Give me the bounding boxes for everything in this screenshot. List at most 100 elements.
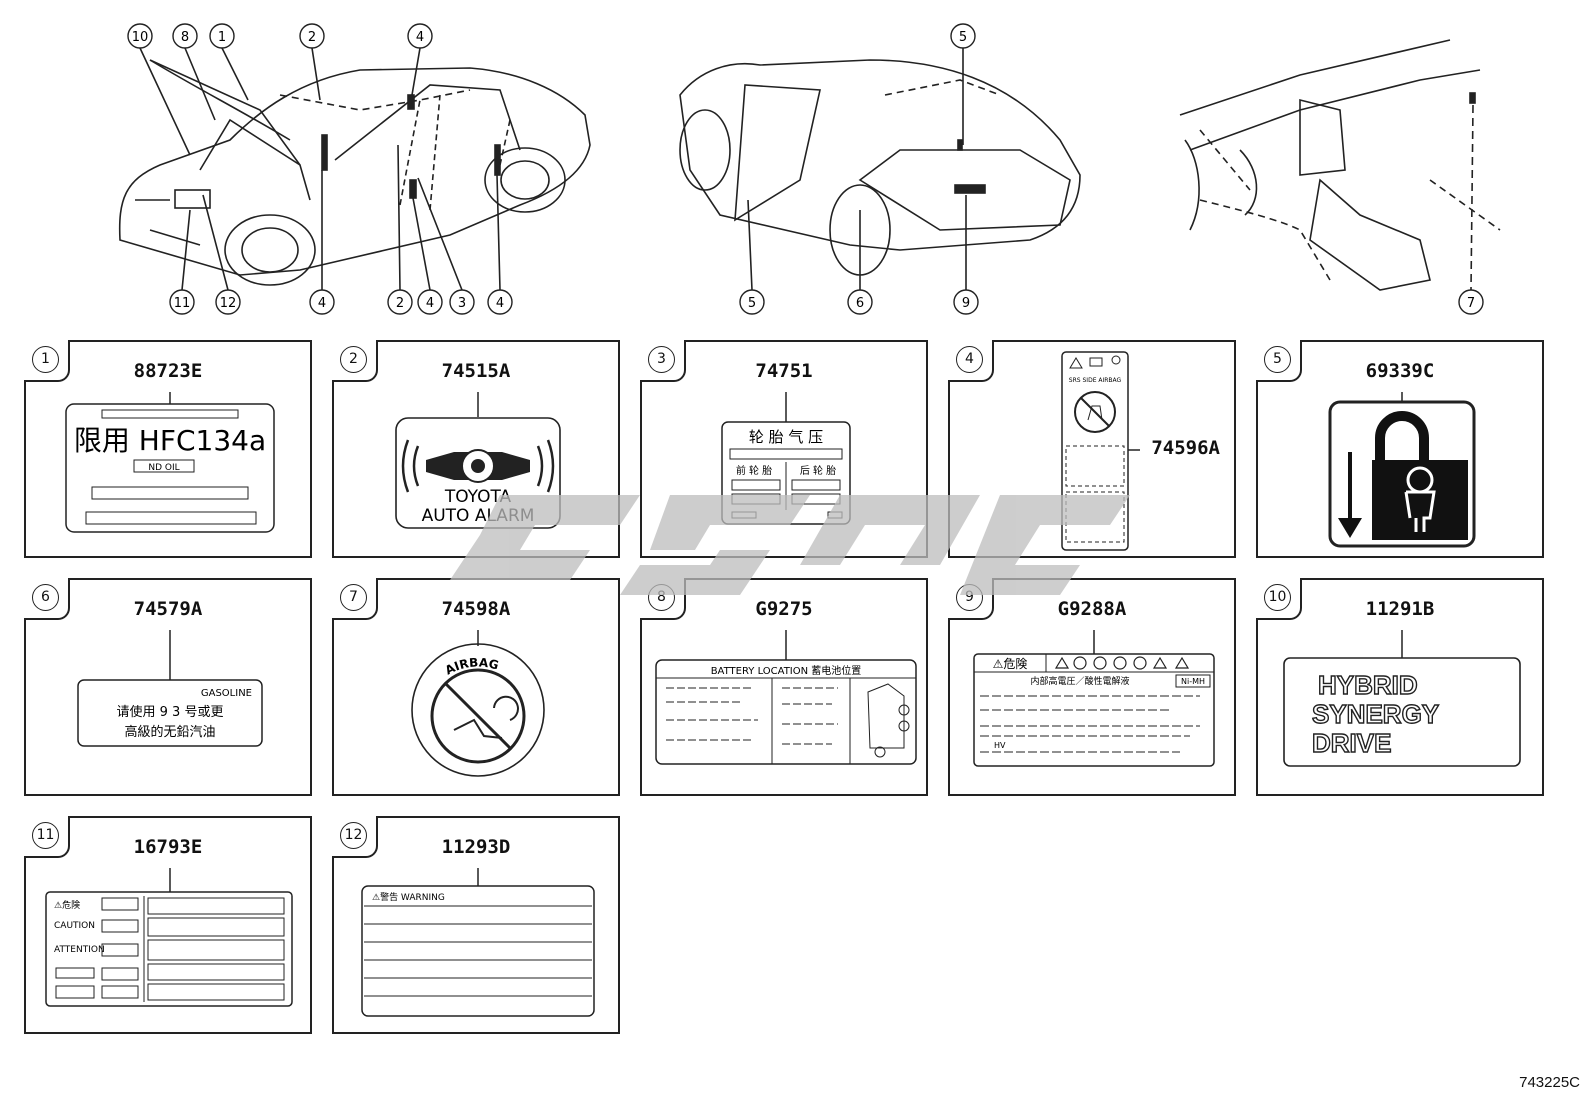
panel-number: 10 <box>1256 578 1302 620</box>
callout-2-top: 2 <box>299 23 325 49</box>
label-11293D-image: ⚠警告 WARNING <box>361 868 595 1017</box>
svg-text:5: 5 <box>959 30 967 45</box>
svg-text:8: 8 <box>181 30 189 45</box>
callout-1: 1 <box>209 23 235 49</box>
panel-12: ⚠警告 WARNING 12 11293D <box>332 816 620 1034</box>
callout-7: 7 <box>1458 289 1484 315</box>
part-code: 11293D <box>441 836 511 858</box>
part-code: 74751 <box>755 360 813 382</box>
svg-text:⚠危険: ⚠危険 <box>54 899 80 911</box>
svg-text:11: 11 <box>174 296 191 311</box>
svg-text:1: 1 <box>218 30 226 45</box>
svg-text:9: 9 <box>962 296 970 311</box>
svg-text:4: 4 <box>318 296 326 311</box>
callout-5-bottom: 5 <box>739 289 765 315</box>
svg-text:AUTO ALARM: AUTO ALARM <box>422 506 535 526</box>
svg-text:SRS SIDE AIRBAG: SRS SIDE AIRBAG <box>1069 377 1122 384</box>
svg-text:CAUTION: CAUTION <box>54 921 95 931</box>
svg-text:HV: HV <box>994 741 1006 750</box>
interior-drawing <box>1179 39 1501 291</box>
panel-number: 3 <box>640 340 686 382</box>
svg-text:HYBRID: HYBRID <box>1318 670 1418 700</box>
svg-text:轮 胎 气 压: 轮 胎 气 压 <box>749 428 823 446</box>
svg-text:4: 4 <box>496 296 504 311</box>
callout-8: 8 <box>172 23 198 49</box>
part-code: 69339C <box>1365 360 1435 382</box>
panel-number: 4 <box>948 340 994 382</box>
panel-11: ⚠危険 CAUTION ATTENTION 11 16793E <box>24 816 312 1034</box>
panel-number: 2 <box>332 340 378 382</box>
part-code: 11291B <box>1365 598 1435 620</box>
callout-4-c: 4 <box>487 289 513 315</box>
callout-4-top: 4 <box>407 23 433 49</box>
label-16793E-image: ⚠危険 CAUTION ATTENTION <box>45 868 293 1007</box>
panel-number: 5 <box>1256 340 1302 382</box>
svg-text:ATTENTION: ATTENTION <box>54 945 105 955</box>
svg-text:10: 10 <box>132 30 149 45</box>
svg-text:内部高電圧／酸性電解液: 内部高電圧／酸性電解液 <box>1030 675 1129 687</box>
svg-text:Ni-MH: Ni-MH <box>1181 677 1205 686</box>
rear-car-drawing <box>679 48 1081 291</box>
vehicle-overview-illustration: 10 8 1 2 4 4 2 4 3 4 11 12 5 5 6 9 7 <box>118 23 1501 315</box>
callout-4-b: 4 <box>417 289 443 315</box>
part-code: G9288A <box>1057 598 1127 620</box>
part-code: 74596A <box>1151 437 1220 459</box>
svg-text:7: 7 <box>1467 296 1475 311</box>
part-code: 74598A <box>441 598 511 620</box>
callout-4-a: 4 <box>309 289 335 315</box>
part-code: 88723E <box>133 360 203 382</box>
diagram-code: 743225C <box>1519 1074 1580 1091</box>
label-74579A-image: GASOLINE 请使用 9 3 号或更 高級的无鉛汽油 <box>77 630 263 747</box>
svg-text:前 轮 胎: 前 轮 胎 <box>736 464 772 477</box>
svg-text:5: 5 <box>748 296 756 311</box>
svg-text:后 轮 胎: 后 轮 胎 <box>800 464 836 477</box>
panel-8: BATTERY LOCATION 蓄电池位置 8 G9275 <box>640 578 928 796</box>
callout-11: 11 <box>169 289 195 315</box>
label-G9288A-image: ⚠危険 内部高電圧／酸性電解液 Ni-MH HV <box>973 630 1215 767</box>
svg-text:12: 12 <box>220 296 237 311</box>
panel-number: 1 <box>24 340 70 382</box>
svg-text:高級的无鉛汽油: 高級的无鉛汽油 <box>124 724 215 740</box>
callout-2-bottom: 2 <box>387 289 413 315</box>
panel-7: AIRBAG 7 74598A <box>332 578 620 796</box>
panel-3: 轮 胎 气 压 前 轮 胎 后 轮 胎 3 74751 <box>640 340 928 558</box>
panel-5: 5 69339C <box>1256 340 1544 558</box>
svg-text:⚠警告 WARNING: ⚠警告 WARNING <box>372 891 445 903</box>
callout-9: 9 <box>953 289 979 315</box>
panel-9: ⚠危険 内部高電圧／酸性電解液 Ni-MH HV 9 G9288A <box>948 578 1236 796</box>
svg-text:SYNERGY: SYNERGY <box>1312 699 1439 729</box>
callout-10: 10 <box>127 23 153 49</box>
panel-number: 11 <box>24 816 70 858</box>
panel-4: SRS SIDE AIRBAG 4 74596A <box>948 340 1236 558</box>
svg-text:4: 4 <box>426 296 434 311</box>
part-code: 16793E <box>133 836 203 858</box>
callout-3: 3 <box>449 289 475 315</box>
svg-text:GASOLINE: GASOLINE <box>201 688 252 699</box>
panel-number: 7 <box>332 578 378 620</box>
part-code: 74515A <box>441 360 511 382</box>
svg-text:AIRBAG: AIRBAG <box>443 655 500 677</box>
panel-2: TOYOTA AUTO ALARM 2 74515A <box>332 340 620 558</box>
panel-number: 12 <box>332 816 378 858</box>
part-code: G9275 <box>755 598 813 620</box>
svg-text:DRIVE: DRIVE <box>1312 728 1391 758</box>
svg-text:BATTERY LOCATION 蓄电池位置: BATTERY LOCATION 蓄电池位置 <box>711 664 862 677</box>
overview-callouts: 10 8 1 2 4 4 2 4 3 4 11 12 5 5 6 9 7 <box>127 23 1484 315</box>
label-88723E-image: 限用 HFC134a ND OIL <box>65 392 275 533</box>
svg-text:ND OIL: ND OIL <box>148 463 179 473</box>
svg-text:4: 4 <box>416 30 424 45</box>
callout-5-top: 5 <box>950 23 976 49</box>
label-74598A-image: AIRBAG <box>411 630 545 777</box>
svg-text:⚠危険: ⚠危険 <box>993 657 1028 671</box>
label-69339C-image <box>1328 392 1476 548</box>
svg-text:2: 2 <box>396 296 404 311</box>
panel-10: HYBRID SYNERGY DRIVE 10 11291B <box>1256 578 1544 796</box>
panel-number: 6 <box>24 578 70 620</box>
svg-text:TOYOTA: TOYOTA <box>444 487 512 507</box>
label-G9275-image: BATTERY LOCATION 蓄电池位置 <box>655 630 917 765</box>
part-code: 74579A <box>133 598 203 620</box>
svg-text:3: 3 <box>458 296 466 311</box>
label-74596A-image: SRS SIDE AIRBAG <box>1061 351 1140 551</box>
front-car-drawing <box>118 47 591 291</box>
panel-6: GASOLINE 请使用 9 3 号或更 高級的无鉛汽油 6 74579A <box>24 578 312 796</box>
